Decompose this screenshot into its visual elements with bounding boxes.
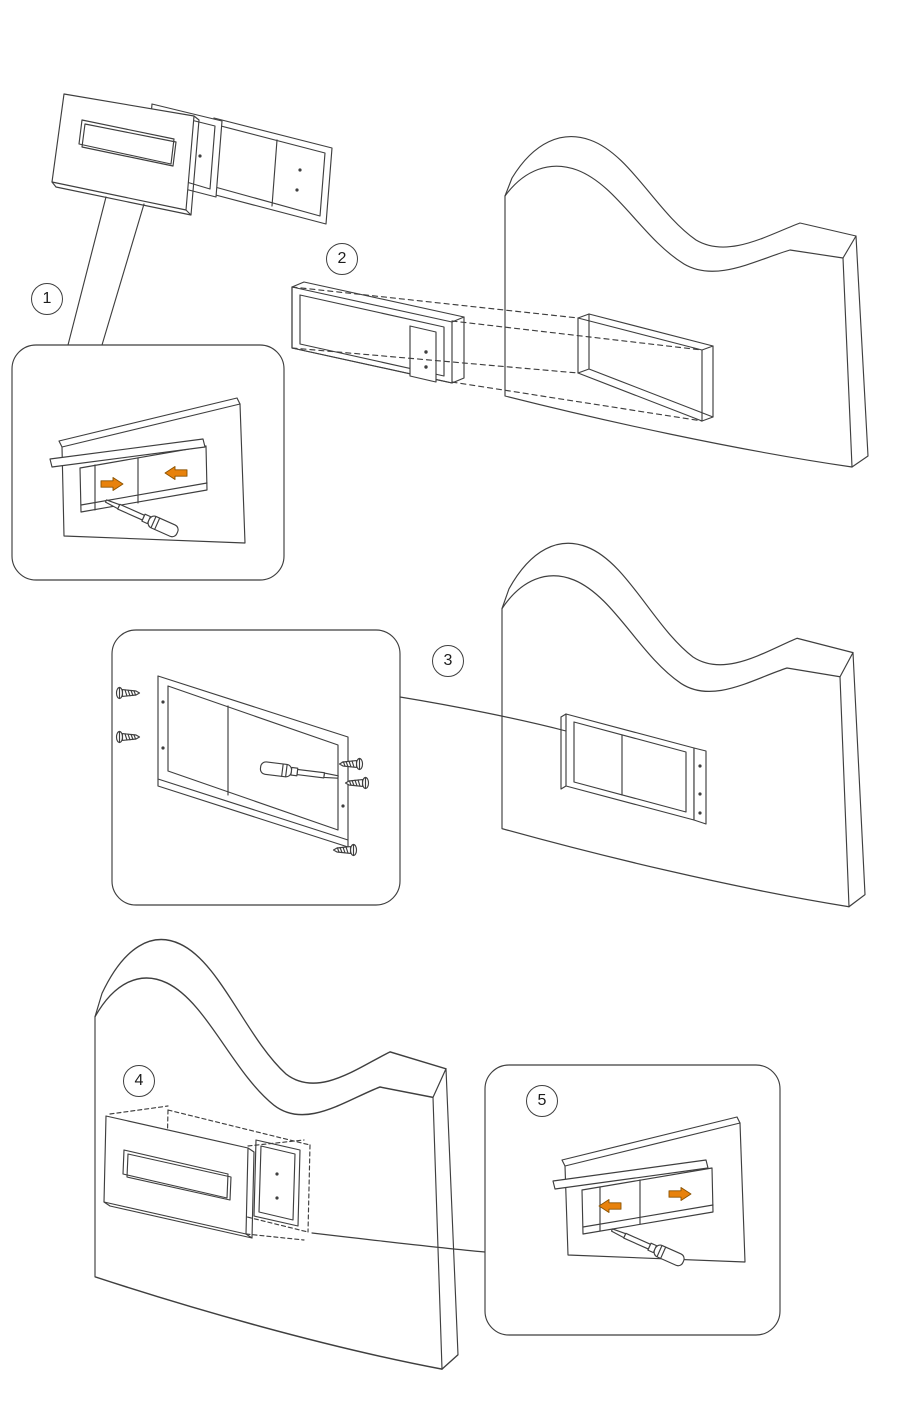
- callout-connector-step5: [311, 1232, 486, 1253]
- exploded-panel-assembly: [51, 93, 333, 346]
- callout-connector-step3: [399, 696, 567, 732]
- wall-recess-step2: [577, 313, 714, 422]
- small-bracket-plate: [409, 325, 437, 383]
- frame-sleeve-step2: [291, 281, 465, 384]
- mounted-frame-step3: [560, 713, 707, 825]
- wall-recess-step4: [165, 1109, 311, 1233]
- callout-3-frame-view: [115, 675, 370, 857]
- wall-block-step3: [501, 542, 866, 908]
- top-flap: [49, 438, 206, 468]
- top-flap: [552, 1159, 709, 1190]
- step-3-badge: 3: [432, 645, 464, 677]
- step-1-number: 1: [42, 290, 52, 307]
- wall-block-step2: [504, 136, 869, 468]
- projection-dashed-lines-step2: [291, 286, 703, 422]
- callout-connector-step1: [67, 196, 145, 346]
- step-1-badge: 1: [31, 283, 63, 315]
- callout-1-wall-view: [49, 397, 246, 544]
- step-4-number: 4: [134, 1072, 144, 1089]
- callout-5-wall-view: [552, 1116, 746, 1268]
- step-5-badge: 5: [526, 1085, 558, 1117]
- step-2-badge: 2: [326, 243, 358, 275]
- rear-frame: [207, 117, 333, 225]
- step-5-number: 5: [537, 1092, 547, 1109]
- front-panel-step4: [103, 1115, 255, 1239]
- step-3-number: 3: [443, 652, 453, 669]
- alignment-dashes-step4: [109, 1105, 305, 1241]
- step-4-badge: 4: [123, 1065, 155, 1097]
- mounting-bracket-step4: [253, 1139, 301, 1227]
- step-2-number: 2: [337, 250, 347, 267]
